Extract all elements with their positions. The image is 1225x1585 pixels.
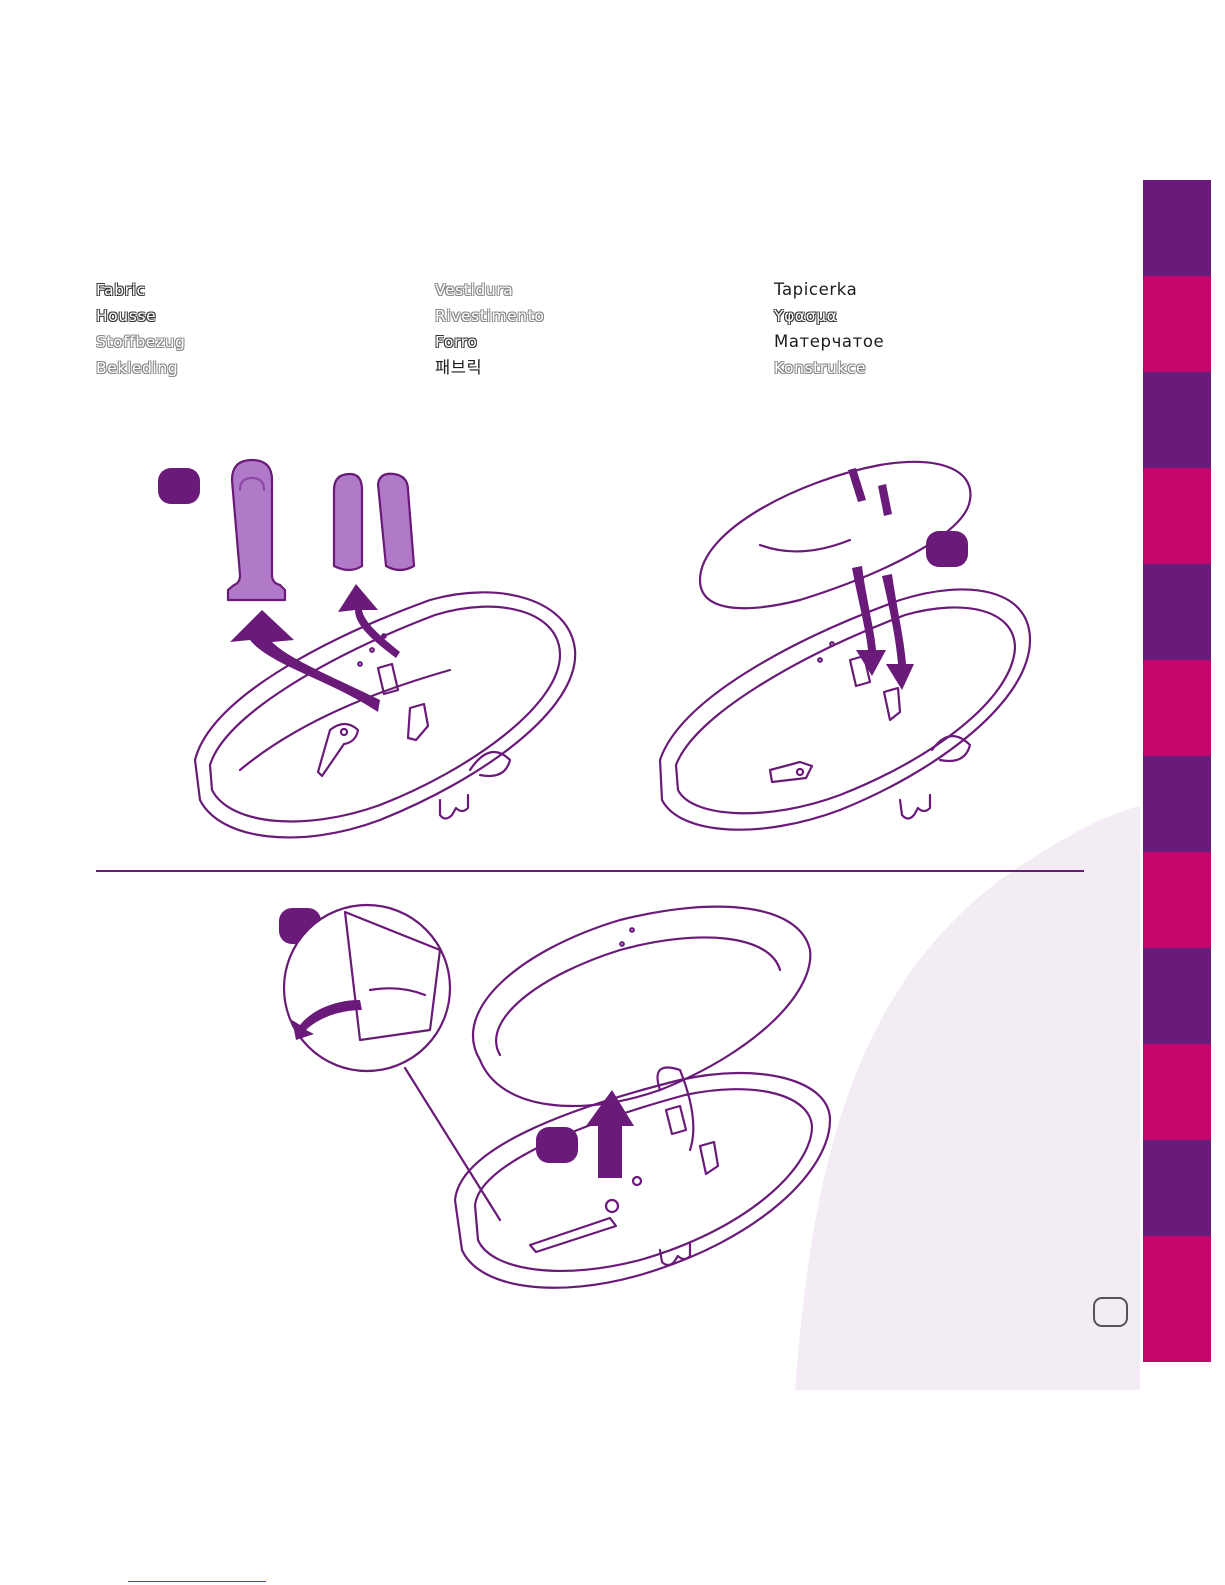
panel-attach-cover <box>660 462 1030 830</box>
step-badge-icon <box>926 531 968 567</box>
arrow-up-icon <box>338 584 400 658</box>
page-number-box <box>1093 1297 1128 1327</box>
footer-underline <box>128 1581 266 1582</box>
arrow-up-icon <box>586 1090 634 1178</box>
step-badge-icon <box>158 468 200 504</box>
arrow-up-icon <box>230 610 380 712</box>
arrow-down-icon <box>852 566 886 676</box>
panel-lift-shell <box>279 905 830 1288</box>
section-divider <box>96 870 1084 872</box>
crotch-pad <box>228 460 285 600</box>
shoulder-pad-left <box>334 474 362 570</box>
arrow-down-icon <box>882 574 914 690</box>
shoulder-pad-right <box>378 474 414 570</box>
panel-remove-pads <box>158 460 575 837</box>
